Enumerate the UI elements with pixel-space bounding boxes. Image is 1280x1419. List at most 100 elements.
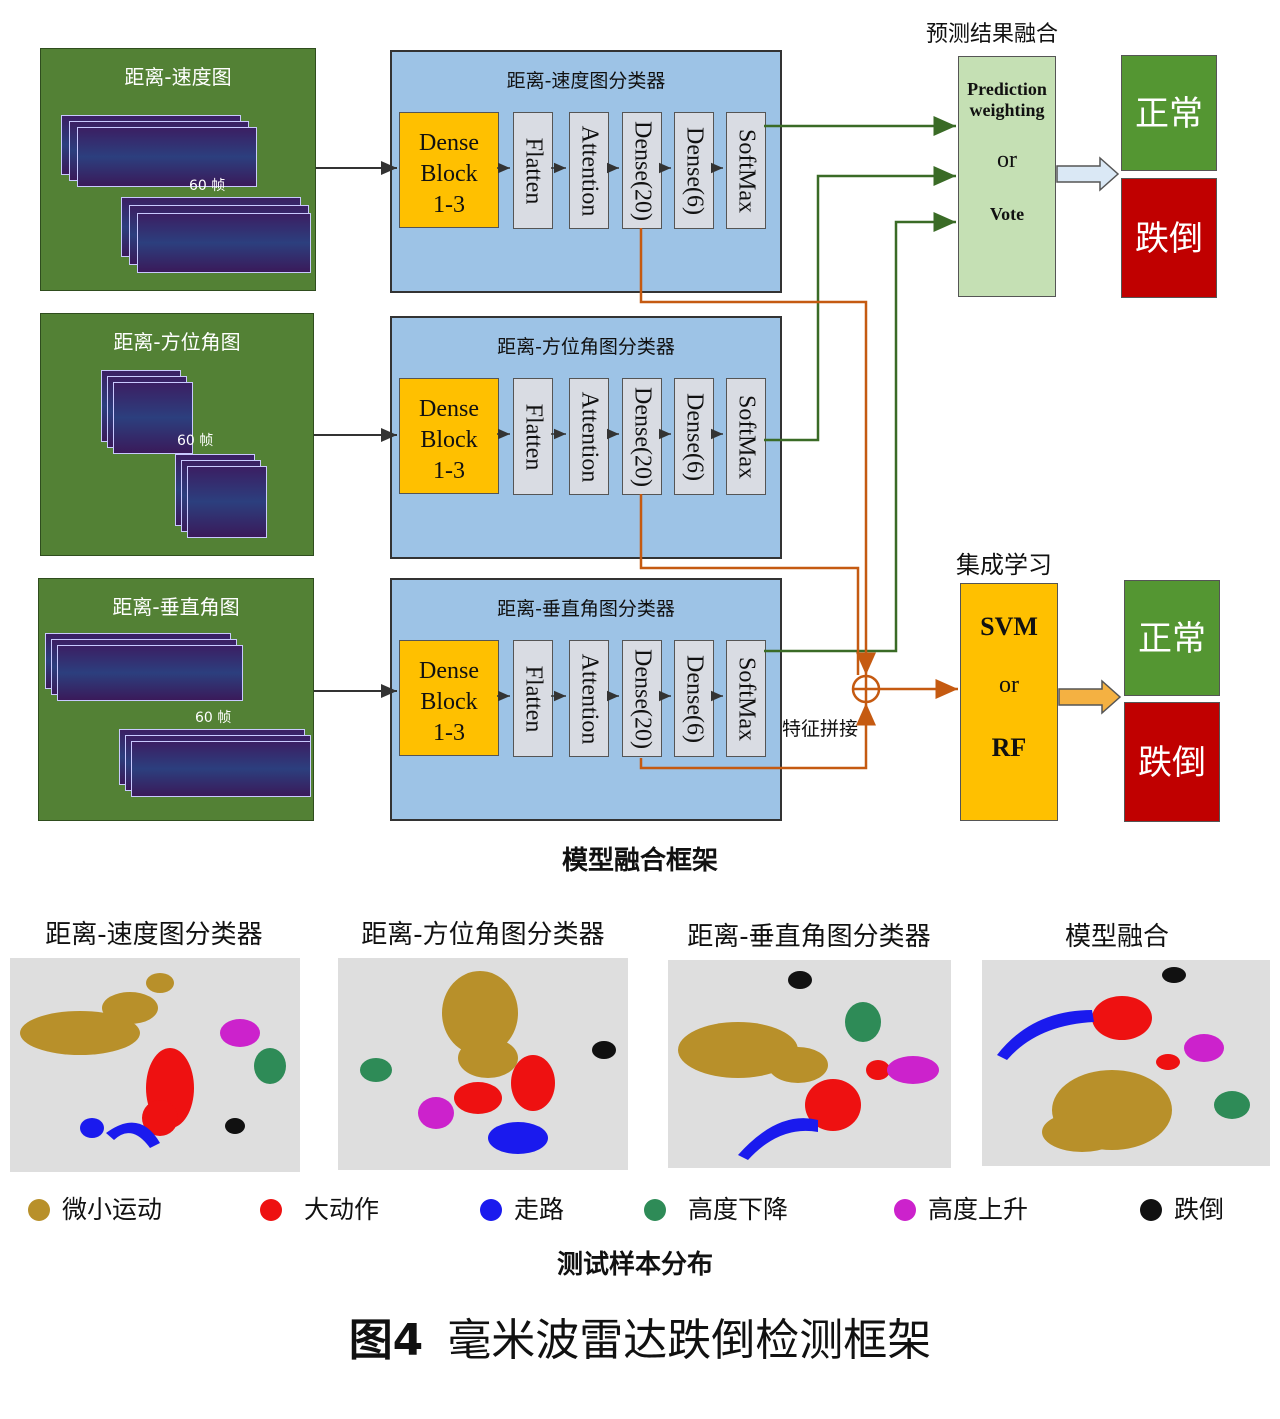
panel-title: 距离-方位角图 — [113, 330, 241, 354]
cluster-fall — [1162, 967, 1186, 983]
connector-lines — [314, 116, 1122, 770]
cluster-height-down — [1214, 1091, 1250, 1119]
output-normal-bottom: 正常 — [1124, 580, 1220, 696]
plot-title: 模型融合 — [1064, 922, 1169, 952]
svm-label: SVM — [980, 612, 1038, 641]
ensemble-title: 集成学习 — [956, 551, 1052, 579]
figure-caption: 图4 毫米波雷达跌倒检测框架 — [0, 1304, 1280, 1368]
classifier-title: 距离-方位角图分类器 — [497, 336, 675, 358]
rf-label: RF — [991, 733, 1027, 762]
weighting-label: weighting — [969, 100, 1045, 120]
dense20-layer: Dense(20) — [622, 112, 662, 229]
feature-line — [639, 703, 876, 770]
arrow-softmax-to-fusion — [764, 166, 956, 442]
flatten-layer: Flatten — [513, 640, 553, 757]
cluster-height-up — [418, 1097, 454, 1129]
prediction-fusion-box: Prediction weighting or Vote — [958, 56, 1056, 297]
dense6-layer: Dense(6) — [674, 640, 714, 757]
cluster-walking — [738, 1118, 818, 1160]
framework-caption: 模型融合框架 — [561, 846, 718, 876]
block-arrow-fusion-to-output — [1056, 156, 1120, 192]
vote-label: Vote — [989, 204, 1025, 224]
softmax-layer: SoftMax — [726, 112, 766, 229]
cluster-fine-motion — [1042, 1070, 1172, 1152]
heatmap-frame — [113, 382, 193, 454]
frames-label: 60 帧 — [195, 710, 232, 726]
cluster-fine-motion — [678, 1022, 828, 1083]
cluster-fine-motion — [442, 971, 518, 1078]
tsne-plot-model-fusion — [982, 960, 1270, 1166]
attention-layer: Attention — [569, 112, 609, 229]
or-label: or — [997, 147, 1017, 173]
classifier-title: 距离-速度图分类器 — [506, 70, 666, 92]
cluster-large-motion — [805, 1060, 890, 1131]
softmax-layer: SoftMax — [726, 378, 766, 495]
input-panel-range-elevation: 距离-垂直角图 60 帧 — [38, 578, 314, 821]
heatmap-frame — [137, 213, 311, 273]
cluster-height-down — [845, 1002, 881, 1042]
input-panel-range-velocity: 距离-速度图 60 帧 — [40, 48, 316, 291]
heatmap-frame — [57, 645, 243, 701]
input-panel-range-azimuth: 距离-方位角图 60 帧 — [40, 313, 314, 556]
prediction-label: Prediction — [967, 79, 1047, 99]
plot-title: 距离-方位角图分类器 — [361, 920, 605, 950]
legend-item-height-up: 高度上升 — [894, 1190, 1028, 1226]
softmax-layer: SoftMax — [726, 640, 766, 757]
cluster-large-motion — [142, 1048, 194, 1136]
block-arrow-ensemble-to-output — [1058, 679, 1122, 715]
feature-line — [639, 228, 876, 675]
cluster-walking — [80, 1118, 160, 1148]
legend-dot — [260, 1199, 282, 1221]
legend-dot — [894, 1199, 916, 1221]
legend-dot — [644, 1199, 666, 1221]
ensemble-box: SVM or RF — [960, 583, 1058, 821]
arrow-softmax-to-fusion — [764, 212, 956, 653]
output-fall-bottom: 跌倒 — [1124, 702, 1220, 822]
output-normal-top: 正常 — [1121, 55, 1217, 171]
prediction-fusion-title: 预测结果融合 — [926, 22, 1059, 47]
flatten-layer: Flatten — [513, 378, 553, 495]
legend-item-height-down: 高度下降 — [644, 1190, 788, 1226]
cluster-height-up — [887, 1056, 939, 1084]
feature-concat-label: 特征拼接 — [782, 718, 859, 740]
figure-number: 图4 — [348, 1315, 424, 1366]
cluster-walking — [488, 1122, 548, 1154]
output-fall-top: 跌倒 — [1121, 178, 1217, 298]
figure-title: 毫米波雷达跌倒检测框架 — [447, 1315, 932, 1366]
tsne-plot-range-velocity — [10, 958, 300, 1172]
frames-label: 60 帧 — [189, 178, 226, 194]
cluster-height-down — [360, 1058, 392, 1082]
frames-label: 60 帧 — [177, 433, 214, 449]
cluster-fall — [592, 1041, 616, 1059]
heatmap-frame — [77, 127, 257, 187]
cluster-height-up — [220, 1019, 260, 1047]
heatmap-frame — [187, 466, 267, 538]
legend-item-fine-motion: 微小运动 — [28, 1190, 162, 1226]
heatmap-frame — [131, 741, 311, 797]
cluster-fall — [225, 1118, 245, 1134]
plot-title: 距离-垂直角图分类器 — [687, 922, 931, 952]
plot-title: 距离-速度图分类器 — [45, 920, 263, 950]
panel-title: 距离-垂直角图 — [112, 595, 240, 619]
cluster-height-up — [1184, 1034, 1224, 1062]
legend-item-fall: 跌倒 — [1140, 1190, 1224, 1226]
flatten-layer: Flatten — [513, 112, 553, 229]
feature-line — [639, 494, 860, 675]
tsne-plot-range-elevation — [668, 960, 951, 1168]
panel-title: 距离-速度图 — [124, 65, 232, 89]
cluster-walking — [997, 1010, 1094, 1060]
legend-dot — [1140, 1199, 1162, 1221]
cluster-large-motion — [1092, 996, 1180, 1070]
legend-dot — [480, 1199, 502, 1221]
cluster-large-motion — [454, 1055, 555, 1114]
cluster-fine-motion — [20, 973, 174, 1055]
legend-dot — [28, 1199, 50, 1221]
or-label: or — [999, 672, 1019, 698]
legend-item-walking: 走路 — [480, 1190, 564, 1226]
cluster-fall — [788, 971, 812, 989]
tsne-plot-range-azimuth — [338, 958, 628, 1170]
distribution-caption: 测试样本分布 — [556, 1250, 713, 1280]
